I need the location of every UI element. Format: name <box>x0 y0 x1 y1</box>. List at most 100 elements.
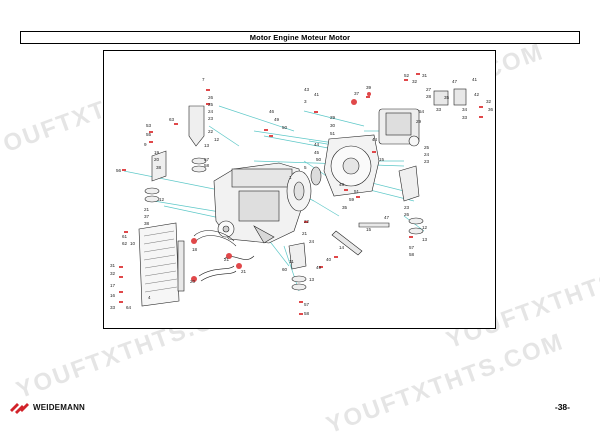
part-label: 23 <box>208 116 214 121</box>
part-label: 64 <box>126 305 132 310</box>
weidemann-logo-icon <box>10 403 29 414</box>
part-label: 29 <box>330 115 336 120</box>
part-label: 12 <box>159 197 165 202</box>
part-label: 54 <box>419 109 425 114</box>
flywheel <box>286 166 322 212</box>
part-label: 3 <box>304 99 307 104</box>
part-label: 52 <box>404 73 410 78</box>
part-label: 31 <box>110 263 116 268</box>
part-label: 39 <box>366 85 372 90</box>
page-title: Motor Engine Moteur Motor <box>249 33 351 42</box>
part-label: 11 <box>289 259 294 264</box>
part-label: 9 <box>144 142 147 147</box>
part-label: 5 <box>304 165 307 170</box>
part-label: 22 <box>208 129 214 134</box>
part-label: 24 <box>309 239 315 244</box>
part-label: 48 <box>339 182 345 187</box>
part-label: 31 <box>422 73 428 78</box>
part-label: 58 <box>304 311 310 316</box>
part-label: 49 <box>274 117 280 122</box>
part-label: 24 <box>424 152 430 157</box>
part-label: 15 <box>366 227 372 232</box>
part-label: 29 <box>416 119 422 124</box>
part-label: 26 <box>208 95 214 100</box>
part-label: 12 <box>214 137 220 142</box>
part-label: 59 <box>349 197 355 202</box>
part-label: 45 <box>314 150 320 155</box>
part-label: 38 <box>144 221 150 226</box>
part-label: 19 <box>154 150 160 155</box>
part-label: 21 <box>144 207 150 212</box>
part-label: 26 <box>404 212 410 217</box>
belt-part <box>331 222 390 256</box>
part-label: 21 <box>224 257 230 262</box>
part-label: 32 <box>412 79 418 84</box>
part-label: 33 <box>462 115 468 120</box>
part-label: 55 <box>146 132 152 137</box>
part-label: 60 <box>282 267 288 272</box>
part-label: 61 <box>122 234 128 239</box>
part-label: 35 <box>342 205 348 210</box>
part-label: 42 <box>474 92 480 97</box>
part-label: 12 <box>422 225 428 230</box>
part-label: 35 <box>444 95 450 100</box>
part-label: 51 <box>330 131 336 136</box>
part-label: 58 <box>409 252 415 257</box>
part-label: 50 <box>316 157 322 162</box>
part-label: 18 <box>192 247 198 252</box>
engine-block <box>213 162 305 244</box>
engine-mount-brackets <box>144 105 424 291</box>
part-label: 37 <box>354 91 360 96</box>
part-label: 34 <box>462 107 468 112</box>
part-label: 4 <box>148 295 151 300</box>
part-label: 17 <box>110 283 116 288</box>
part-label: 25 <box>208 102 214 107</box>
part-label: 49 <box>316 265 322 270</box>
page-title-bar: Motor Engine Moteur Motor <box>20 31 580 44</box>
part-label: 20 <box>154 157 160 162</box>
part-label: 40 <box>326 257 332 262</box>
part-label: 47 <box>452 79 458 84</box>
part-label: 27 <box>426 87 432 92</box>
part-label: 44 <box>314 142 320 147</box>
part-label: 24 <box>208 109 214 114</box>
part-label: 43 <box>304 87 310 92</box>
part-label: 41 <box>314 92 320 97</box>
part-label: 63 <box>169 117 175 122</box>
part-label: 46 <box>269 109 275 114</box>
exploded-view-diagram: 7 26 25 24 23 22 12 13 57 58 63 53 55 9 … <box>103 50 496 329</box>
part-label: 13 <box>422 237 428 242</box>
part-label: 21 <box>302 231 308 236</box>
part-label: 58 <box>204 163 210 168</box>
part-labels: 7 26 25 24 23 22 12 13 57 58 63 53 55 9 … <box>110 73 494 316</box>
part-label: 25 <box>424 145 430 150</box>
hydraulic-pump <box>378 88 467 147</box>
part-label: 1 <box>289 175 292 180</box>
part-label: 36 <box>488 107 494 112</box>
watermark: YOUFTXTHTS.COM <box>322 327 568 440</box>
part-label: 57 <box>409 245 415 250</box>
part-label: 20 <box>190 279 196 284</box>
part-label: 51 <box>354 189 360 194</box>
part-label: 57 <box>204 157 210 162</box>
radiator <box>138 222 185 307</box>
part-label: 47 <box>384 215 390 220</box>
page-number: -38- <box>554 402 570 412</box>
part-label: 28 <box>426 94 432 99</box>
part-label: 50 <box>282 125 288 130</box>
engine-exploded-view: 7 26 25 24 23 22 12 13 57 58 63 53 55 9 … <box>110 73 494 316</box>
part-label: 13 <box>204 143 210 148</box>
part-label: 22 <box>304 219 310 224</box>
part-label: 53 <box>146 123 152 128</box>
part-label: 14 <box>339 245 345 250</box>
part-label: 33 <box>436 107 442 112</box>
brand-logo: WEIDEMANN <box>8 400 85 414</box>
part-label: 62 <box>122 241 128 246</box>
part-label: 33 <box>110 305 116 310</box>
part-label: 41 <box>472 77 478 82</box>
part-label: 21 <box>241 269 247 274</box>
part-label: 23 <box>424 159 430 164</box>
part-label: 37 <box>144 214 150 219</box>
part-label: 10 <box>130 241 136 246</box>
flywheel-housing <box>323 134 380 197</box>
